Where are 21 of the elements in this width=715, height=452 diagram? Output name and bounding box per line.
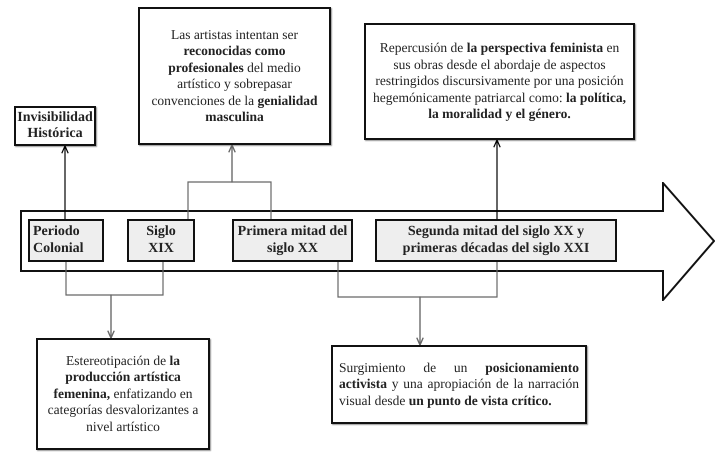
node-text: Repercusión de la perspectiva feminista en sus obras desde el abordaje de aspectos restringidos discursivamente por una posición hegemónicamente patriarcal como: la política, la moralidad y el género. (372, 40, 628, 123)
node-text: Surgimiento de un posicionamiento activista y una apropiación de la narración visual desde un punto de vista crítico. (339, 360, 579, 410)
connector-arrow (228, 144, 272, 219)
node-text: Siglo XIX (145, 224, 177, 257)
connector-arrow (493, 139, 501, 219)
period-box (127, 219, 195, 262)
text-box (331, 345, 587, 424)
text-box (138, 7, 331, 145)
node-text: Primera mitad del siglo XX (237, 224, 348, 257)
text-box (364, 23, 635, 140)
node-text: Las artistas intentan ser reconocidas como profesionales del medio artístico y sobrepasar convenciones de la genialidad masculina (150, 26, 319, 126)
node-text: Invisibilidad Histórica (17, 110, 93, 142)
period-box (28, 219, 104, 262)
node-text: Estereotipación de la producción artística femenina, enfatizando en categorías desvalorizantes a nivel artístico (46, 352, 200, 436)
node-text: Periodo Colonial (33, 224, 85, 257)
period-box (375, 219, 617, 262)
node-text: Segunda mitad del siglo XX y primeras décadas del siglo XXI (402, 224, 590, 257)
connector-arrow (61, 145, 69, 219)
connector-arrow (416, 262, 498, 346)
text-box (36, 338, 210, 450)
connector-arrow (107, 262, 164, 339)
